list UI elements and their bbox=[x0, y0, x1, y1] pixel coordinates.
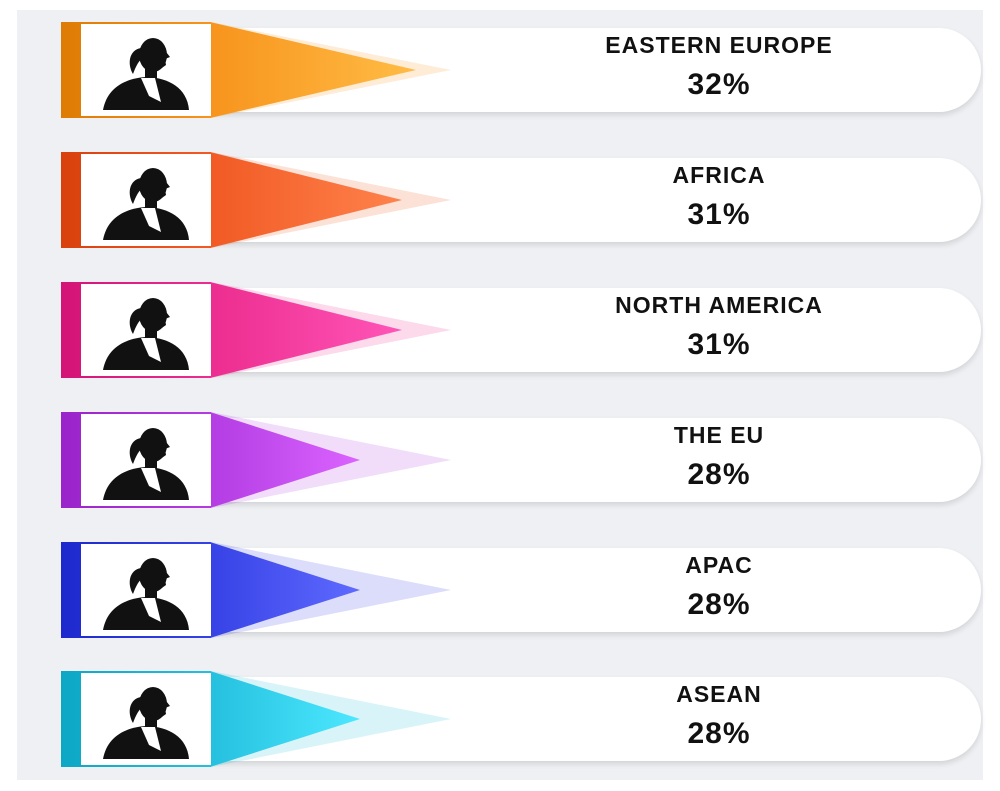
bar-wedge bbox=[210, 671, 360, 767]
bar-wedge bbox=[210, 282, 402, 378]
region-label: APAC bbox=[685, 552, 753, 578]
region-card: AFRICA 31% bbox=[61, 152, 981, 248]
woman-silhouette-icon bbox=[89, 290, 207, 370]
woman-silhouette-icon bbox=[89, 160, 207, 240]
value-label: 28% bbox=[687, 458, 751, 491]
region-label: THE EU bbox=[673, 422, 765, 448]
bar-wedge bbox=[210, 412, 360, 508]
region-label: NORTH AMERICA bbox=[615, 292, 823, 318]
value-label: 31% bbox=[687, 328, 751, 361]
value-label: 31% bbox=[687, 198, 751, 231]
woman-silhouette-icon bbox=[89, 420, 207, 500]
value-label: 28% bbox=[687, 717, 751, 750]
region-card: THE EU 28% bbox=[61, 412, 981, 508]
bar-wedge bbox=[210, 22, 416, 118]
region-card: EASTERN EUROPE 32% bbox=[61, 22, 981, 118]
value-label: 32% bbox=[687, 68, 751, 101]
bar-wedge bbox=[210, 152, 402, 248]
region-card: APAC 28% bbox=[61, 542, 981, 638]
region-card: NORTH AMERICA 31% bbox=[61, 282, 981, 378]
woman-silhouette-icon bbox=[89, 550, 207, 630]
region-label: ASEAN bbox=[676, 681, 762, 707]
woman-silhouette-icon bbox=[89, 679, 207, 759]
region-label: EASTERN EUROPE bbox=[605, 32, 833, 58]
woman-silhouette-icon bbox=[89, 30, 207, 110]
region-card: ASEAN 28% bbox=[61, 671, 981, 767]
region-label: AFRICA bbox=[672, 162, 766, 188]
value-label: 28% bbox=[687, 588, 751, 621]
infographic-panel: EASTERN EUROPE 32% AFRICA 31% NORTH AMERICA 3… bbox=[17, 10, 983, 780]
bar-wedge bbox=[210, 542, 360, 638]
